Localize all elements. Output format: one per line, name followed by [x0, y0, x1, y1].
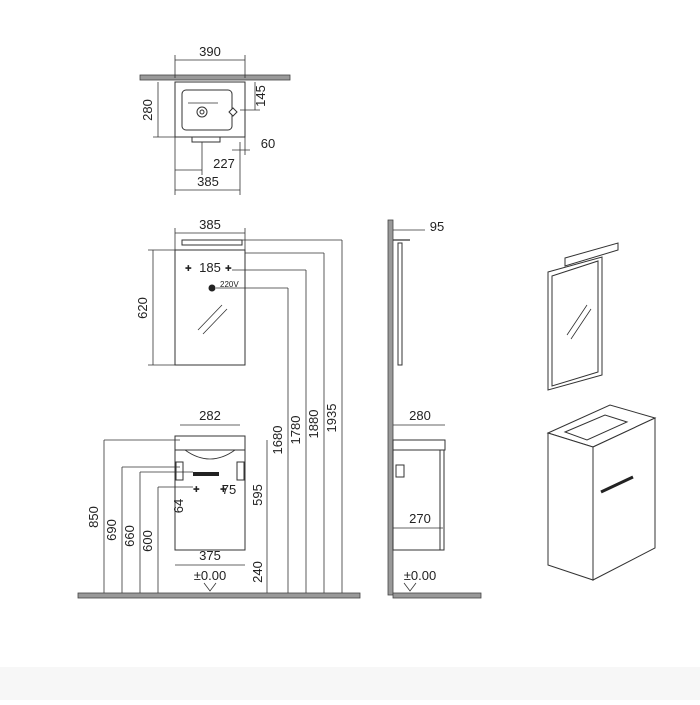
dim-1935: 1935 [324, 404, 339, 433]
dim-280-top: 280 [140, 99, 155, 121]
dim-1780: 1780 [288, 416, 303, 445]
mirror-reflection [197, 304, 223, 331]
dim-280-side: 280 [409, 408, 431, 423]
hole-right-icon: ✚ [220, 485, 227, 494]
siphon-outline [191, 136, 221, 143]
iso-side-panel [547, 432, 594, 581]
iso-reflection-2 [570, 308, 592, 340]
dim-64: 64 [171, 499, 186, 513]
dim-385-mirror: 385 [199, 217, 221, 232]
dim-185: 185 [199, 260, 221, 275]
dim-375: 375 [199, 548, 221, 563]
floor-front [77, 592, 361, 599]
dim-240: 240 [250, 561, 265, 583]
floor-marker-icon [203, 582, 217, 592]
mirror-view: 385 ✚ ✚ 185 220V 620 [135, 217, 246, 366]
floor-side [392, 592, 482, 599]
basin-side [392, 439, 446, 451]
dim-75: 75 [222, 482, 236, 497]
hinge-left [175, 461, 184, 481]
dim-390: 390 [199, 44, 221, 59]
hole-left-icon: ✚ [193, 485, 200, 494]
cabinet-front [174, 449, 246, 551]
dim-620: 620 [135, 297, 150, 319]
dim-145: 145 [253, 85, 268, 107]
mirror-reflection-2 [202, 308, 228, 335]
dim-282: 282 [199, 408, 221, 423]
iso-mirror-light [564, 242, 619, 267]
drain-center [199, 109, 205, 115]
dim-270: 270 [409, 511, 431, 526]
fix-left-icon: ✚ [185, 264, 192, 273]
dim-227: 227 [213, 156, 235, 171]
front-view: 282 ✚ ✚ 75 64 375 595 240 ±0.00 850 690 … [77, 239, 361, 599]
siphon-side [395, 464, 405, 478]
top-view: 390 280 145 60 227 385 [139, 44, 291, 195]
fix-right-icon: ✚ [225, 264, 232, 273]
iso-handle [600, 475, 634, 494]
dim-385-top: 385 [197, 174, 219, 189]
wall-side [387, 219, 394, 596]
hinge-right [236, 461, 245, 481]
dim-595: 595 [250, 484, 265, 506]
iso-door [592, 417, 656, 581]
side-view: 95 280 270 ±0.00 [387, 219, 482, 599]
bowl-curve [184, 449, 236, 460]
power-label: 220V [220, 280, 239, 289]
dim-850: 850 [86, 506, 101, 528]
iso-mirror [547, 242, 619, 391]
dim-1680: 1680 [270, 426, 285, 455]
power-socket-icon [208, 284, 216, 292]
floor-label-side: ±0.00 [404, 568, 436, 583]
dim-660: 660 [122, 525, 137, 547]
floor-marker-side-icon [403, 582, 417, 592]
footer-bar [0, 667, 700, 700]
dim-95: 95 [430, 219, 444, 234]
handle-bar [193, 472, 219, 476]
iso-basin [563, 414, 629, 441]
door-side [439, 449, 445, 551]
floor-label-front: ±0.00 [194, 568, 226, 583]
dim-1880: 1880 [306, 410, 321, 439]
basin-front [174, 435, 246, 451]
wall-section [139, 74, 291, 81]
mirror-side [397, 242, 403, 366]
tap-icon [228, 107, 238, 117]
dim-60: 60 [261, 136, 275, 151]
iso-reflection [566, 304, 588, 336]
mirror-light [181, 239, 243, 246]
dim-690: 690 [104, 519, 119, 541]
mirror-panel [174, 249, 246, 366]
iso-cabinet [546, 404, 657, 581]
dim-600: 600 [140, 530, 155, 552]
